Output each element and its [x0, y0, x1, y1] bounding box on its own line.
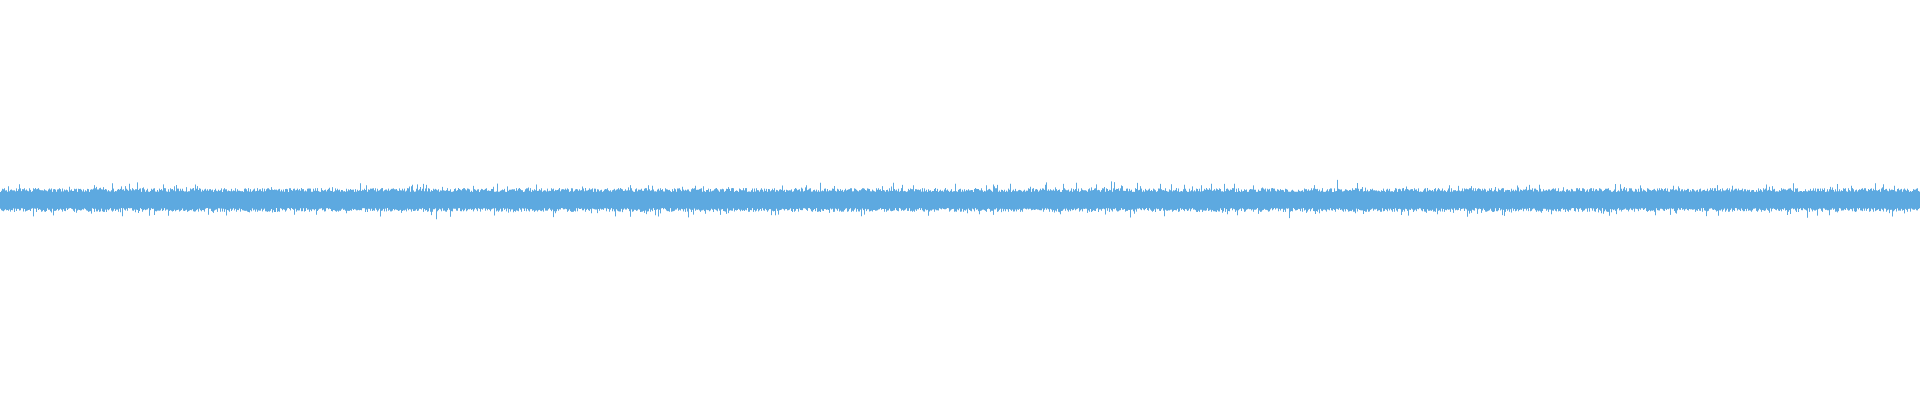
- waveform-trace: [0, 179, 1920, 220]
